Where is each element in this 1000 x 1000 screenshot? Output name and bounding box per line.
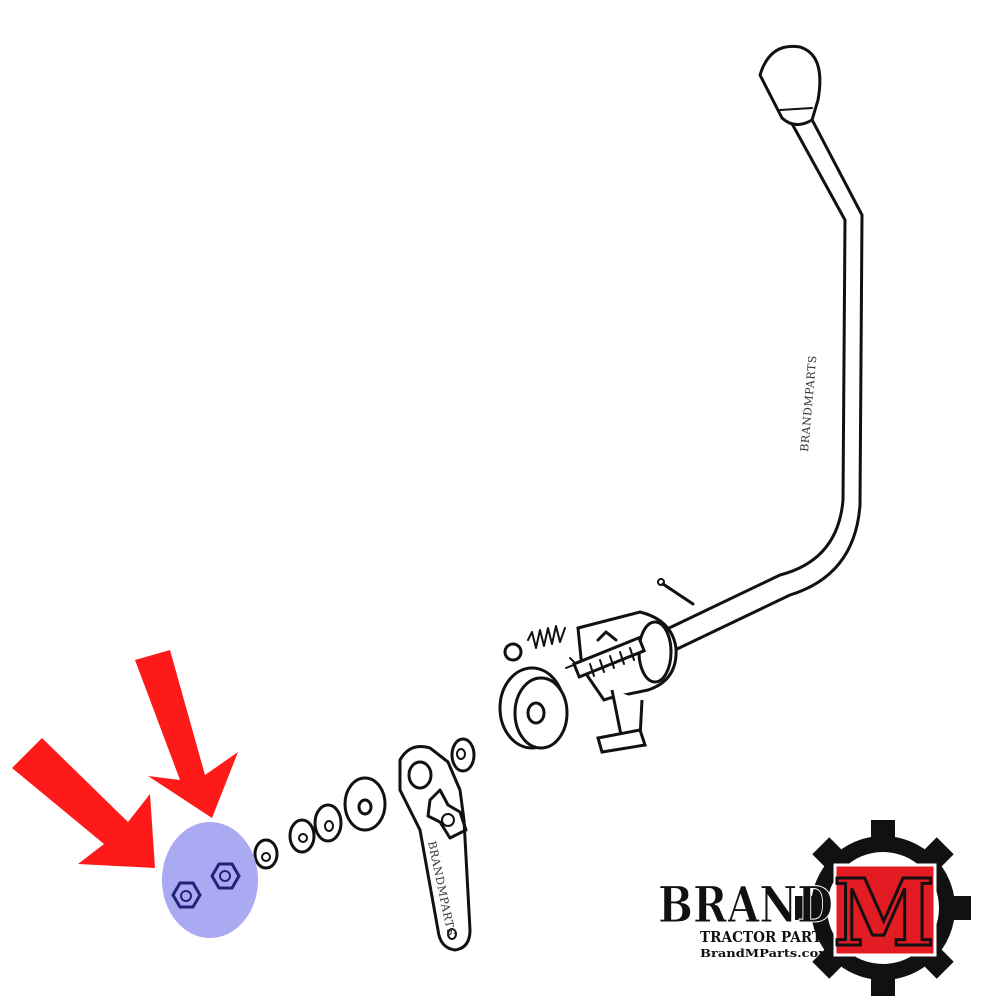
detent-ball: [503, 642, 523, 662]
detent-spring: [527, 625, 566, 649]
pointer-arrows: [12, 650, 238, 868]
lever-housing: [565, 610, 678, 754]
washer-medium-b: [288, 818, 316, 854]
shift-arm: BRANDMPARTS: [398, 745, 472, 952]
large-disc: [498, 666, 569, 750]
washer-large-lower: [343, 776, 387, 832]
washer-medium-a: [313, 803, 343, 843]
cotter-pin: [657, 578, 695, 606]
logo-url: BrandMParts.com: [700, 947, 832, 960]
logo-brand-word: BRAND: [658, 875, 833, 934]
hex-nut-right: [210, 862, 241, 890]
logo-m-letter: M: [833, 859, 935, 967]
arrow-right-icon: [135, 650, 238, 818]
logo-tagline: TRACTOR PARTS: [700, 928, 832, 946]
lever-watermark: BRANDMPARTS: [798, 355, 819, 453]
lever-knob: [758, 44, 822, 126]
nuts-highlight: [162, 822, 258, 938]
shift-lever: BRANDMPARTS: [663, 44, 864, 652]
arrow-left-icon: [12, 738, 155, 868]
small-washer-upper: [450, 737, 476, 773]
threaded-bolt: [572, 635, 647, 679]
washer-small: [253, 838, 279, 870]
hex-nut-left: [171, 881, 202, 909]
brand-m-logo: M BRAND TRACTOR PARTS BrandMParts.com: [658, 820, 971, 996]
